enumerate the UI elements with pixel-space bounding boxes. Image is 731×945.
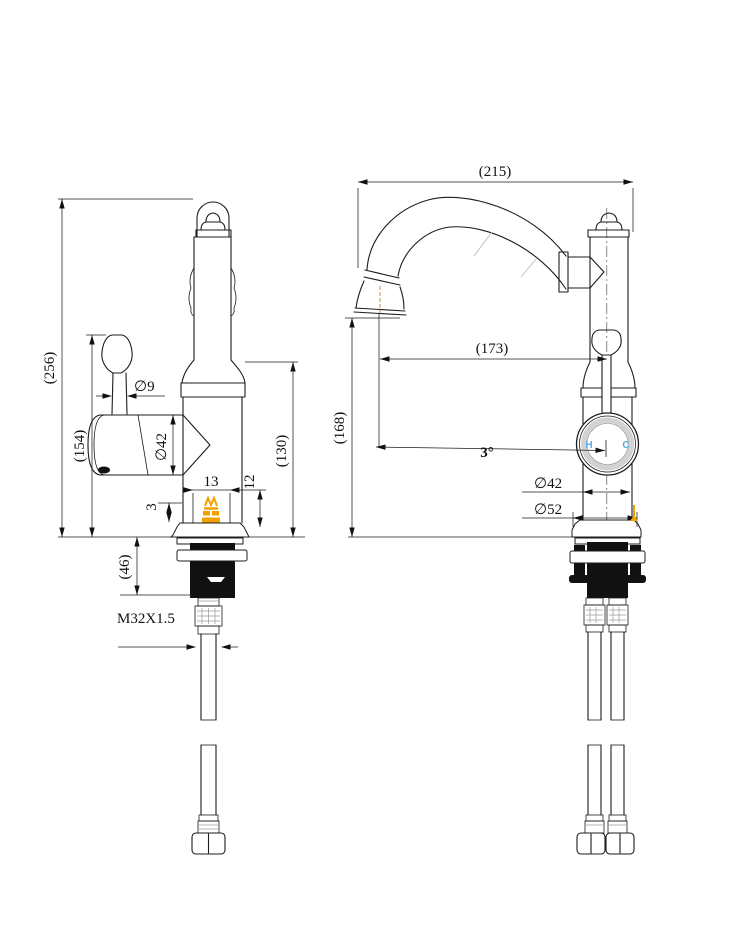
dim-handle-height: (154) <box>72 334 106 537</box>
dim-label-base-diameter: ∅52 <box>534 502 562 518</box>
side-shank-fitting <box>194 597 223 635</box>
dim-cartridge-diameter: ∅42 <box>154 415 176 475</box>
dim-label-slot-width: 13 <box>204 474 219 490</box>
dim-outlet-angle: 3° <box>375 444 606 461</box>
temperature-dial: H C <box>575 412 640 476</box>
dim-deck-lip: 3 <box>144 502 182 522</box>
dim-body-diameter: ∅42 <box>522 476 630 495</box>
side-view: (256) (154) (46) 3 <box>42 198 305 855</box>
hot-indicator-label: H <box>585 440 592 451</box>
front-spout <box>366 196 605 293</box>
dim-label-slot-depth: 12 <box>242 475 258 490</box>
front-base-escutcheon <box>569 519 646 598</box>
side-body <box>182 396 243 524</box>
dim-outlet-height: (168) <box>332 317 400 537</box>
dim-label-overall-width: (215) <box>479 164 512 180</box>
side-supply-hose <box>191 633 226 855</box>
side-spout-column <box>180 201 246 398</box>
dim-label-deck-lip: 3 <box>144 503 160 511</box>
cold-indicator-label: C <box>622 440 629 451</box>
dim-slot-depth: 12 <box>242 475 263 527</box>
dim-base-diameter: ∅52 <box>522 502 638 527</box>
dim-label-stem-diameter: ∅9 <box>134 379 155 395</box>
orange-tick-marker <box>630 505 638 521</box>
dim-mount-depth: (46) <box>117 537 192 596</box>
dim-label-body-diameter: ∅42 <box>534 476 562 492</box>
dim-body-height: (130) <box>245 361 298 537</box>
dim-thread-spec: M32X1.5 <box>117 611 238 650</box>
dim-label-mount-depth: (46) <box>117 555 133 580</box>
dim-stem-diameter: ∅9 <box>96 379 165 399</box>
dim-label-outlet-angle: 3° <box>480 445 494 461</box>
dim-label-handle-height: (154) <box>72 430 88 463</box>
front-shank-fittings <box>583 597 629 633</box>
front-view: H C <box>332 164 646 855</box>
dim-overall-height: (256) <box>42 198 193 537</box>
dim-label-thread-spec: M32X1.5 <box>117 611 175 627</box>
dim-label-overall-height: (256) <box>42 352 58 385</box>
front-lever-handle <box>591 329 622 416</box>
dim-label-outlet-height: (168) <box>332 412 348 445</box>
front-supply-hoses <box>576 631 635 855</box>
dim-spout-reach: (173) <box>378 313 607 448</box>
front-spout-outlet <box>353 269 407 316</box>
side-base-escutcheon <box>169 522 250 598</box>
dim-overall-width: (215) <box>357 164 634 268</box>
dim-slot-width: 13 <box>183 474 266 493</box>
dim-label-body-height: (130) <box>274 435 290 468</box>
dim-label-spout-reach: (173) <box>476 341 509 357</box>
side-cartridge-valve <box>87 414 184 476</box>
flow-marker-icon <box>202 495 220 523</box>
side-lever-handle <box>101 334 133 415</box>
dim-label-cartridge-diameter: ∅42 <box>154 433 170 461</box>
